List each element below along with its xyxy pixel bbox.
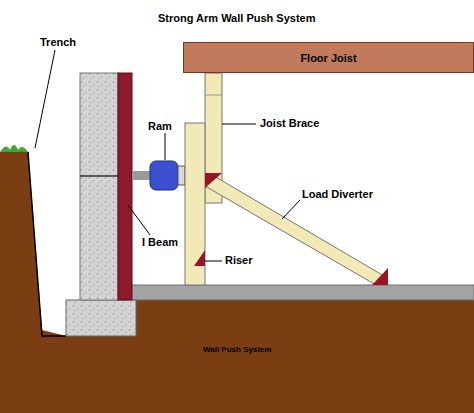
load-diverter [205, 176, 384, 285]
part-label: Ram [148, 120, 172, 132]
part-label: Trench [40, 36, 76, 48]
part-label: I Beam [142, 236, 178, 248]
leader-line [35, 50, 55, 148]
leader-line [205, 261, 222, 262]
block-wall [80, 73, 118, 300]
leader-line [222, 124, 256, 125]
brace-mark [205, 95, 222, 96]
trench-edge [28, 152, 66, 336]
leader-line [128, 205, 150, 235]
grass [0, 145, 28, 152]
wedge [372, 268, 388, 285]
part-label: Load Diverter [302, 188, 373, 200]
diagram-title: Strong Arm Wall Push System [158, 12, 316, 24]
ram-body [150, 161, 178, 190]
wedge [205, 173, 222, 188]
part-name: Floor Joist [300, 52, 356, 64]
riser [185, 123, 205, 285]
floor-joist-beam: Floor Joist [183, 42, 474, 73]
footing [66, 300, 136, 336]
wedge [194, 250, 205, 266]
floor-slab [130, 285, 474, 300]
part-label: Riser [225, 254, 253, 266]
ram-plate [178, 166, 185, 185]
leader-line [165, 133, 166, 160]
leader-line [282, 200, 300, 219]
part-label: Joist Brace [260, 117, 319, 129]
part-label: Wall Push System [203, 346, 272, 355]
mortar-joint [80, 175, 118, 177]
soil [0, 152, 474, 413]
i-beam [118, 73, 132, 300]
